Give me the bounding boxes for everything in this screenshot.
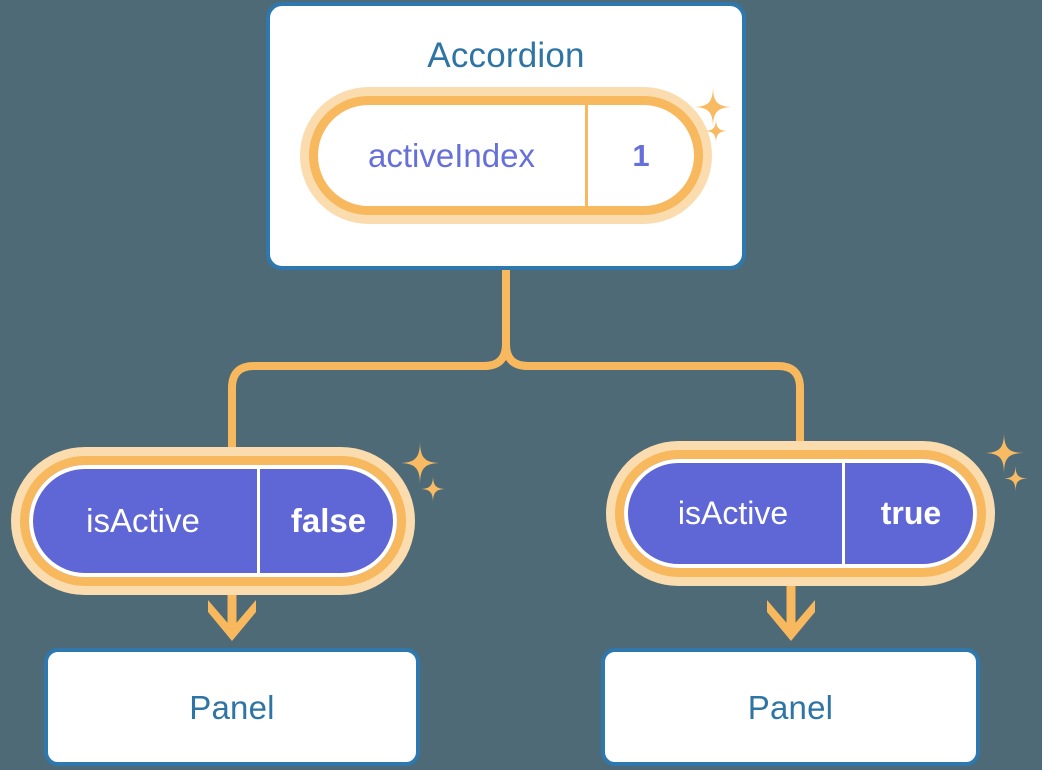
connector-branch-to-left — [228, 340, 510, 460]
component-title-panel-left: Panel — [189, 688, 275, 726]
component-card-panel-right[interactable]: Panel — [601, 648, 980, 766]
sparkle-accordion-small-icon — [703, 118, 729, 144]
component-card-panel-left[interactable]: Panel — [44, 648, 420, 766]
prop-pill-key-is-active-left: isActive — [86, 502, 200, 539]
sparkle-right-small-icon — [1002, 465, 1029, 492]
component-title-accordion: Accordion — [427, 36, 585, 75]
sparkle-left-small-icon — [419, 475, 447, 503]
sparkle-right-large-icon — [983, 432, 1025, 474]
sparkle-accordion-large-icon — [692, 86, 734, 128]
sparkle-left-large-icon — [398, 441, 442, 485]
connector-branch-to-right — [502, 340, 804, 456]
prop-pill-value-is-active-right: true — [842, 459, 977, 568]
state-pill-value-active-index: 1 — [585, 105, 694, 206]
prop-pill-is-active-left[interactable]: isActive false — [20, 456, 406, 586]
state-pill-active-index[interactable]: activeIndex 1 — [309, 96, 703, 215]
arrow-head-left-icon — [208, 600, 256, 641]
prop-pill-key-is-active-right: isActive — [677, 495, 789, 531]
state-pill-key-active-index: activeIndex — [368, 136, 535, 174]
prop-pill-value-is-active-left: false — [257, 465, 397, 577]
arrow-head-right-icon — [767, 600, 815, 641]
component-title-panel-right: Panel — [747, 688, 834, 726]
prop-pill-is-active-right[interactable]: isActive true — [615, 450, 986, 577]
